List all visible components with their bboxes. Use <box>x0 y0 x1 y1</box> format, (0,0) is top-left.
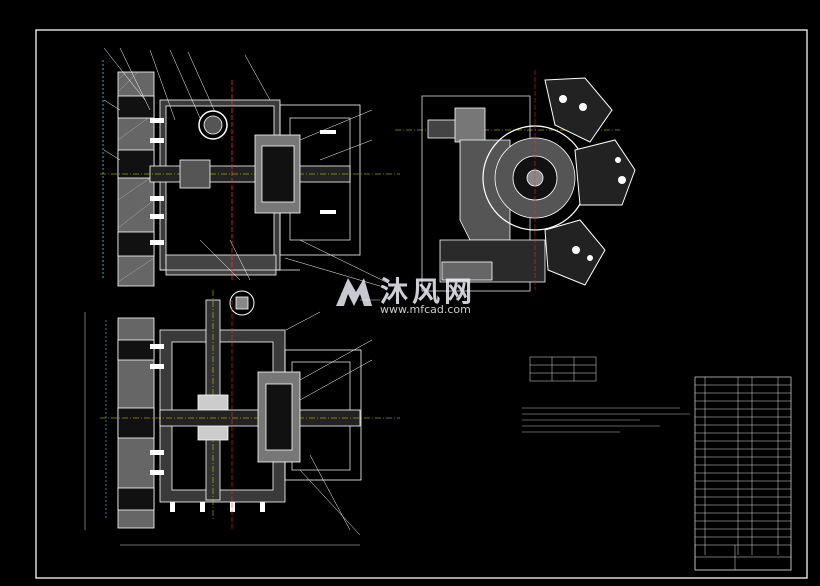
tolerance-table <box>529 356 597 382</box>
watermark: 沐风网 www.mfcad.com <box>330 268 500 316</box>
technical-requirements <box>522 407 690 433</box>
title-block <box>694 544 792 571</box>
watermark-name: 沐风网 <box>380 275 477 308</box>
top-section-view <box>84 290 400 546</box>
watermark-url: www.mfcad.com <box>380 303 471 316</box>
front-section-view <box>100 47 400 287</box>
mfcad-logo-icon <box>336 278 372 306</box>
side-view <box>395 70 636 292</box>
parts-list <box>695 377 791 555</box>
